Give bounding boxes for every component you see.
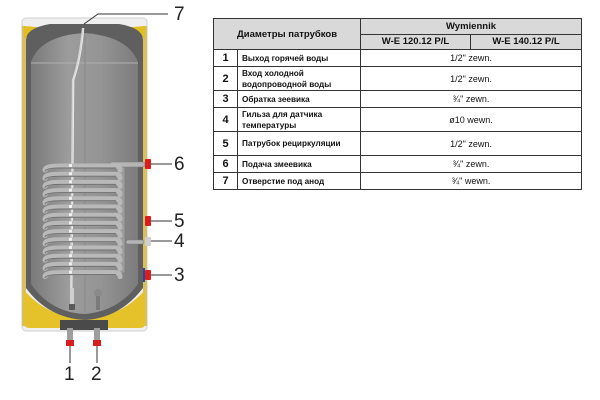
anode-rod [69, 27, 85, 301]
row-value: 1/2" zewn. [359, 131, 583, 156]
table-row: 6 Подача змеевика ¾" zewn. [213, 155, 583, 173]
port-6-coil-supply [145, 159, 151, 169]
row-value: ø10 wewn. [359, 107, 583, 132]
row-number: 1 [213, 49, 238, 67]
callout-3: 3 [174, 265, 185, 286]
connection-diameters-table: Диаметры патрубков Wymiennik W-E 120.12 … [213, 18, 583, 190]
row-value: ¾" zewn. [359, 155, 583, 173]
row-name: Отверстие под анод [237, 172, 361, 190]
row-number: 5 [213, 131, 238, 156]
table-header-model-1: W-E 120.12 P/L [360, 33, 471, 50]
row-number: 4 [213, 107, 238, 132]
bottom-fittings [60, 288, 108, 363]
table-header-group: Wymiennik [359, 18, 583, 35]
table-row: 1 Выход горячей воды 1/2" zewn. [213, 49, 583, 67]
port-3-coil-return [145, 270, 151, 280]
row-name: Выход горячей воды [237, 49, 361, 67]
row-name: Обратка зеевика [237, 90, 361, 108]
side-ports [143, 159, 151, 282]
port-4-sensor-sleeve [145, 237, 151, 246]
table-row: 3 Обратка зеевика ¾" zewn. [213, 90, 583, 108]
row-number: 6 [213, 155, 238, 173]
callout-5: 5 [174, 211, 185, 232]
water-heater-diagram: 7 6 5 4 3 1 2 [0, 0, 205, 400]
callout-7: 7 [174, 4, 185, 25]
callout-leaders [83, 13, 172, 276]
table-header-title: Диаметры патрубков [213, 18, 361, 50]
row-value: 1/2" zewn. [359, 66, 583, 91]
row-name: Патрубок рециркуляции [237, 131, 361, 156]
heat-exchanger-coil [42, 161, 146, 280]
callout-4: 4 [174, 231, 185, 252]
callout-1: 1 [64, 364, 75, 385]
table-row: 2 Вход холодной водопроводной воды 1/2" … [213, 66, 583, 91]
callout-6: 6 [174, 154, 185, 175]
row-name: Гильза для датчика температуры [237, 107, 361, 132]
row-value: ¾" wewn. [359, 172, 583, 190]
row-value: ¾" zewn. [359, 90, 583, 108]
water-heater-illustration [21, 13, 172, 363]
port-2-cold-inlet [93, 340, 101, 346]
bottom-insulation [24, 290, 145, 328]
port-5-recirculation [145, 216, 151, 226]
row-name: Вход холодной водопроводной воды [237, 66, 361, 91]
row-number: 7 [213, 172, 238, 190]
table-row: 7 Отверстие под анод ¾" wewn. [213, 172, 583, 190]
row-value: 1/2" zewn. [359, 49, 583, 67]
port-1-hot-outlet [66, 340, 74, 346]
callout-2: 2 [91, 364, 102, 385]
table-row: 4 Гильза для датчика температуры ø10 wew… [213, 107, 583, 132]
table-header-model-2: W-E 140.12 P/L [469, 33, 583, 50]
row-number: 3 [213, 90, 238, 108]
table-row: 5 Патрубок рециркуляции 1/2" zewn. [213, 131, 583, 156]
row-name: Подача змеевика [237, 155, 361, 173]
row-number: 2 [213, 66, 238, 91]
